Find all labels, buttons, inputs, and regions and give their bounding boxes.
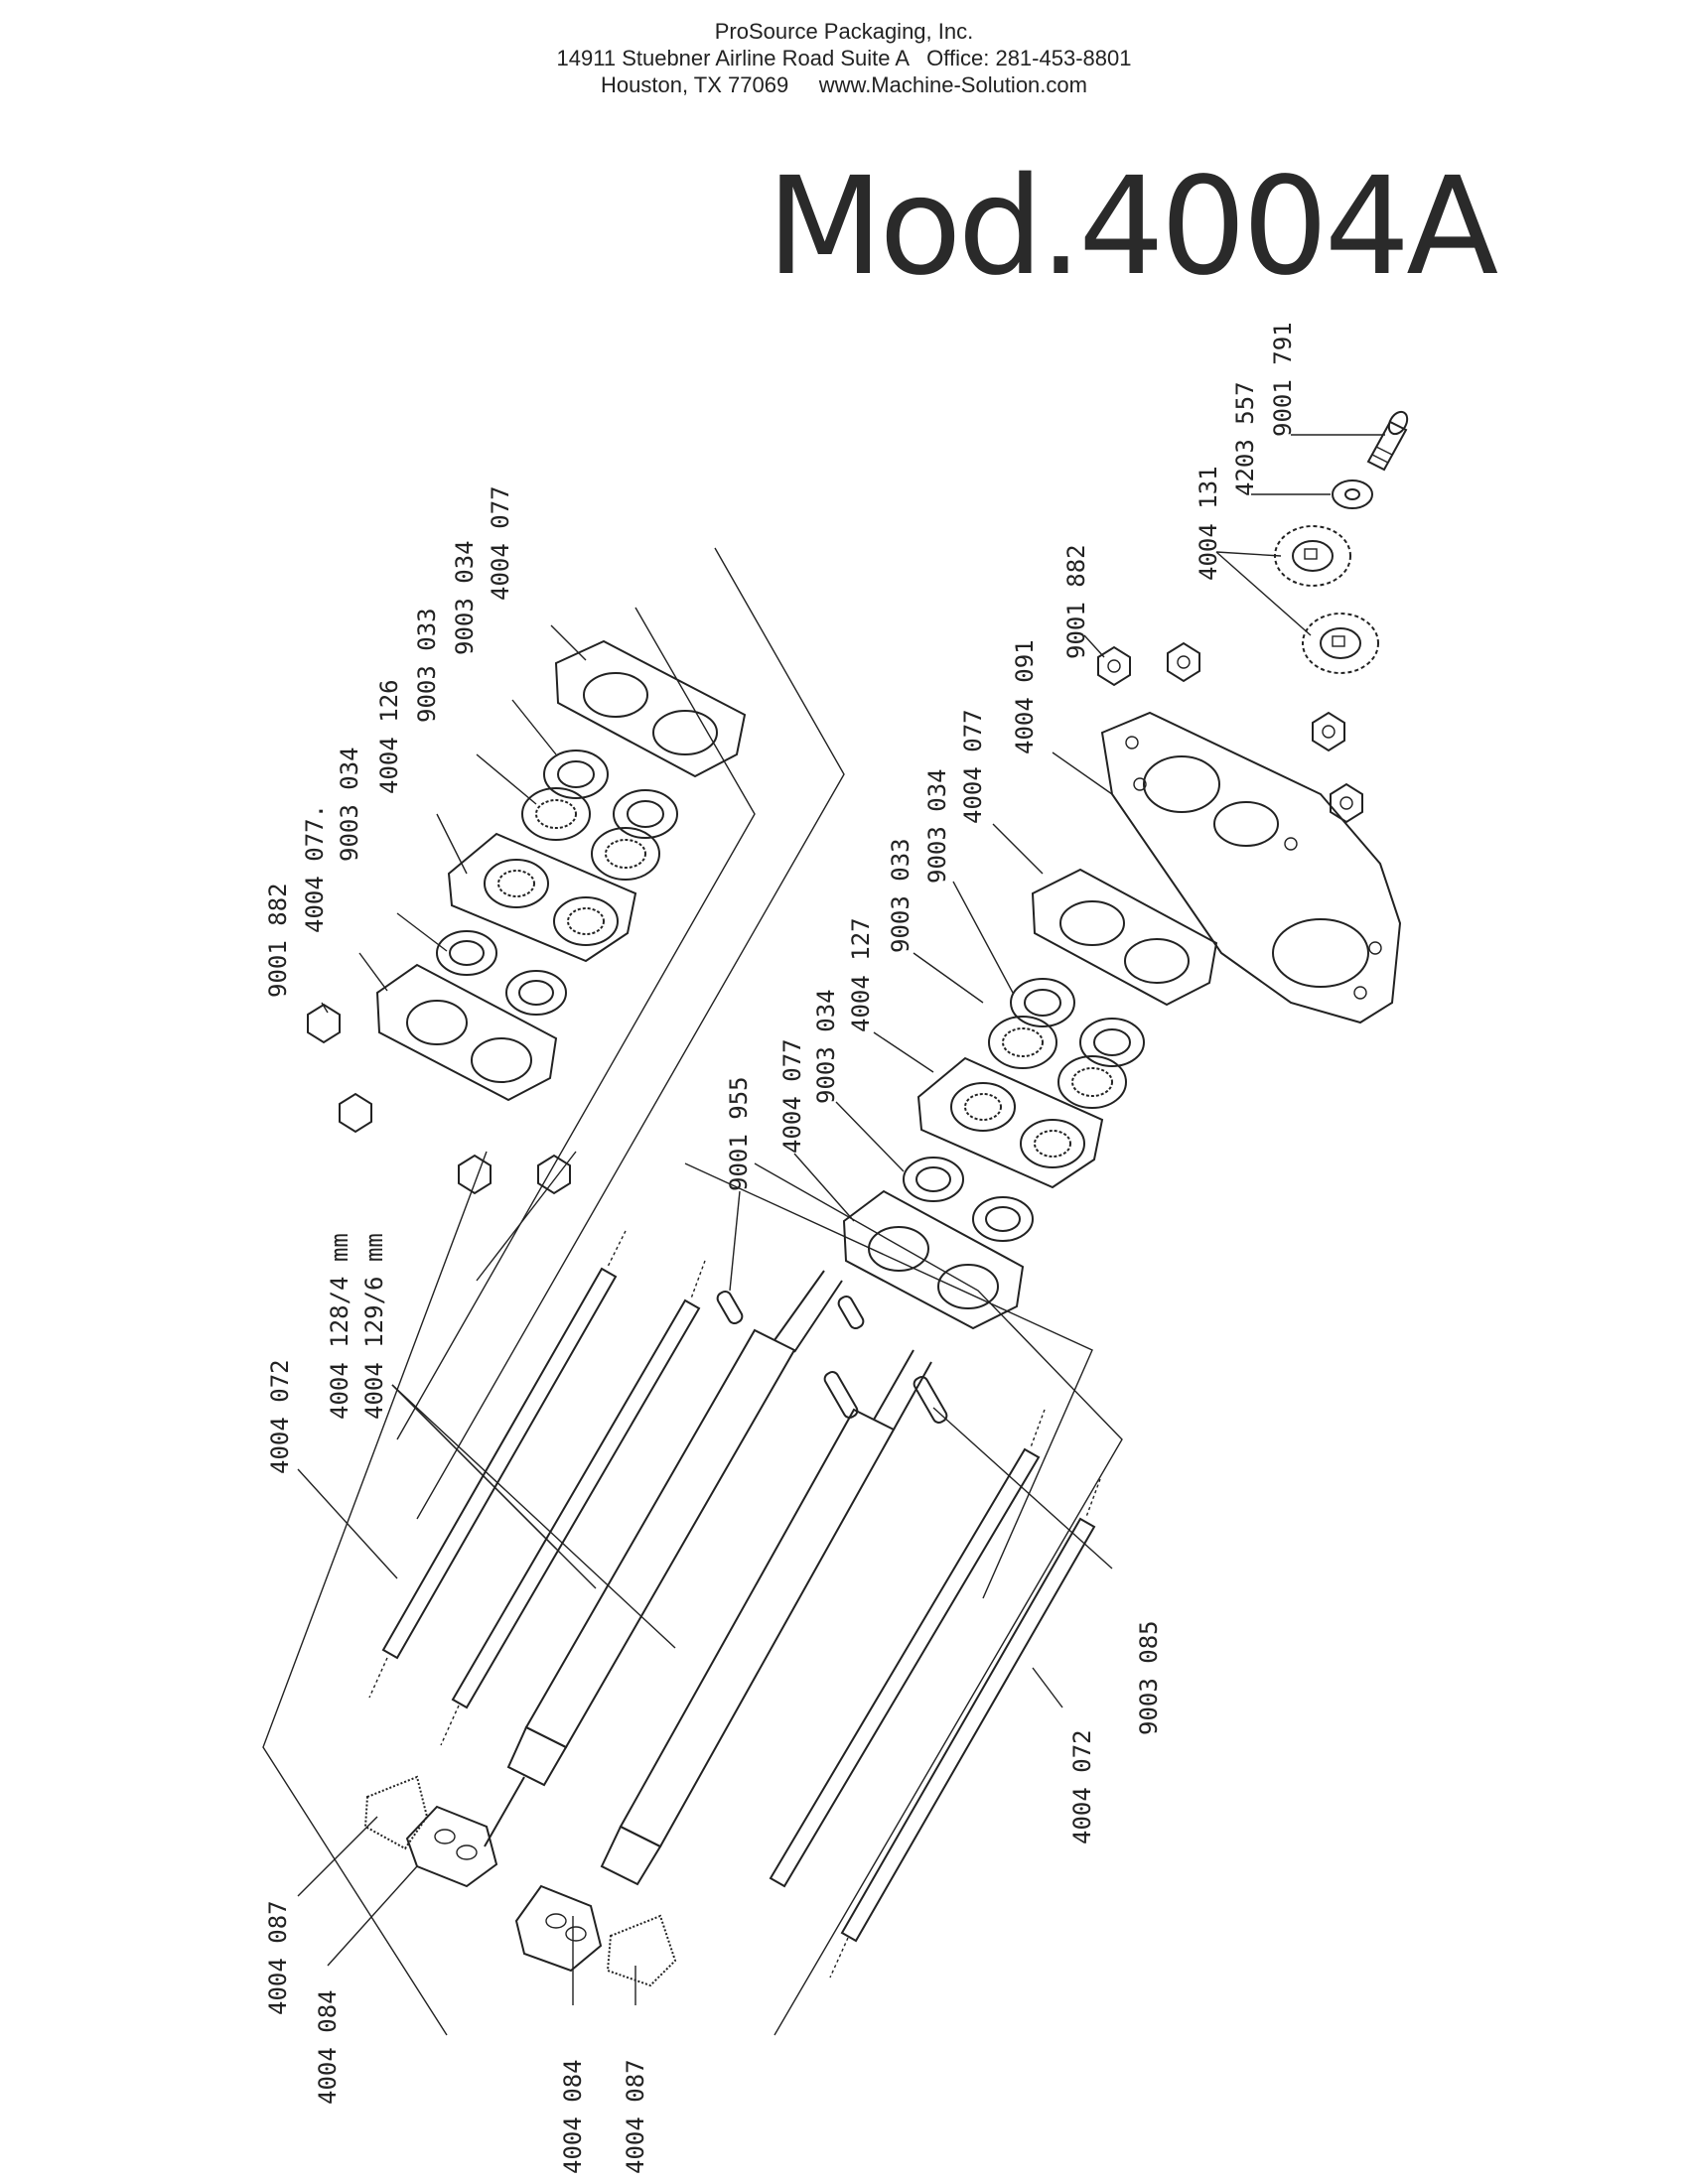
label-4004-084-left: 4004 084 xyxy=(314,1989,342,2105)
leader-lines xyxy=(297,434,1385,2005)
gear-lower-4004-131 xyxy=(1302,613,1379,674)
keys-9001-955 xyxy=(716,1290,865,1330)
label-4004-126: 4004 126 xyxy=(375,679,403,794)
label-9001-955: 9001 955 xyxy=(725,1076,753,1191)
left-bearing-stack xyxy=(307,639,747,1195)
end-plates xyxy=(363,1775,677,1987)
label-9003-034-left-top: 9003 034 xyxy=(451,540,479,655)
model-title: Mod.4004A xyxy=(767,149,1498,306)
label-9001-882-right: 9001 882 xyxy=(1062,544,1090,659)
label-4004-072-right: 4004 072 xyxy=(1068,1729,1096,1844)
part-labels: 9001 791 4203 557 4004 131 9001 882 4004… xyxy=(264,322,1297,2174)
label-4004-131: 4004 131 xyxy=(1195,466,1222,581)
label-9001-791: 9001 791 xyxy=(1269,322,1297,437)
label-4004-084-bottom: 4004 084 xyxy=(559,2059,587,2174)
gear-upper-4004-131 xyxy=(1274,525,1351,587)
label-9001-882-left: 9001 882 xyxy=(264,883,292,998)
label-9003-034-right-top: 9003 034 xyxy=(923,768,951,884)
assembly-lines xyxy=(262,547,1123,2036)
company-name: ProSource Packaging, Inc. xyxy=(714,19,974,44)
roller-right xyxy=(600,1349,932,1886)
label-4004-072-left: 4004 072 xyxy=(266,1359,294,1474)
header: ProSource Packaging, Inc. 14911 Stuebner… xyxy=(0,18,1688,98)
label-9003-034-left-low: 9003 034 xyxy=(336,747,363,862)
screw-9001-791 xyxy=(1366,410,1409,472)
right-bearing-stack xyxy=(842,868,1218,1330)
company-city-web: Houston, TX 77069 www.Machine-Solution.c… xyxy=(601,72,1087,97)
label-4004-127: 4004 127 xyxy=(847,917,875,1032)
nuts-upper-right xyxy=(1097,641,1363,824)
bracket-plate-4004-091 xyxy=(1100,711,1402,1024)
label-4004-077-right-top: 4004 077 xyxy=(959,709,987,824)
label-4004-077-right-low: 4004 077 xyxy=(778,1038,806,1154)
label-4004-128: 4004 128/4 mm xyxy=(326,1233,353,1420)
label-9003-034-right-low: 9003 034 xyxy=(812,989,840,1104)
label-9003-033-right: 9003 033 xyxy=(887,838,914,953)
label-4004-077-left-low: 4004 077. xyxy=(301,804,329,933)
label-4004-129: 4004 129/6 mm xyxy=(360,1233,388,1420)
label-4004-087-bottom: 4004 087 xyxy=(622,2059,649,2174)
label-4203-557: 4203 557 xyxy=(1231,381,1259,496)
company-address: 14911 Stuebner Airline Road Suite A Offi… xyxy=(556,46,1132,70)
label-9003-033-left: 9003 033 xyxy=(413,608,441,723)
label-4004-077-left-top: 4004 077 xyxy=(487,485,514,601)
washer-4203-557 xyxy=(1332,479,1373,509)
label-4004-091: 4004 091 xyxy=(1011,639,1039,754)
label-9003-085: 9003 085 xyxy=(1135,1620,1163,1735)
roller-left xyxy=(484,1270,843,1847)
tie-rods xyxy=(368,1230,1101,1979)
label-4004-087-left: 4004 087 xyxy=(264,1900,292,2015)
keys-9003-085 xyxy=(823,1371,948,1424)
